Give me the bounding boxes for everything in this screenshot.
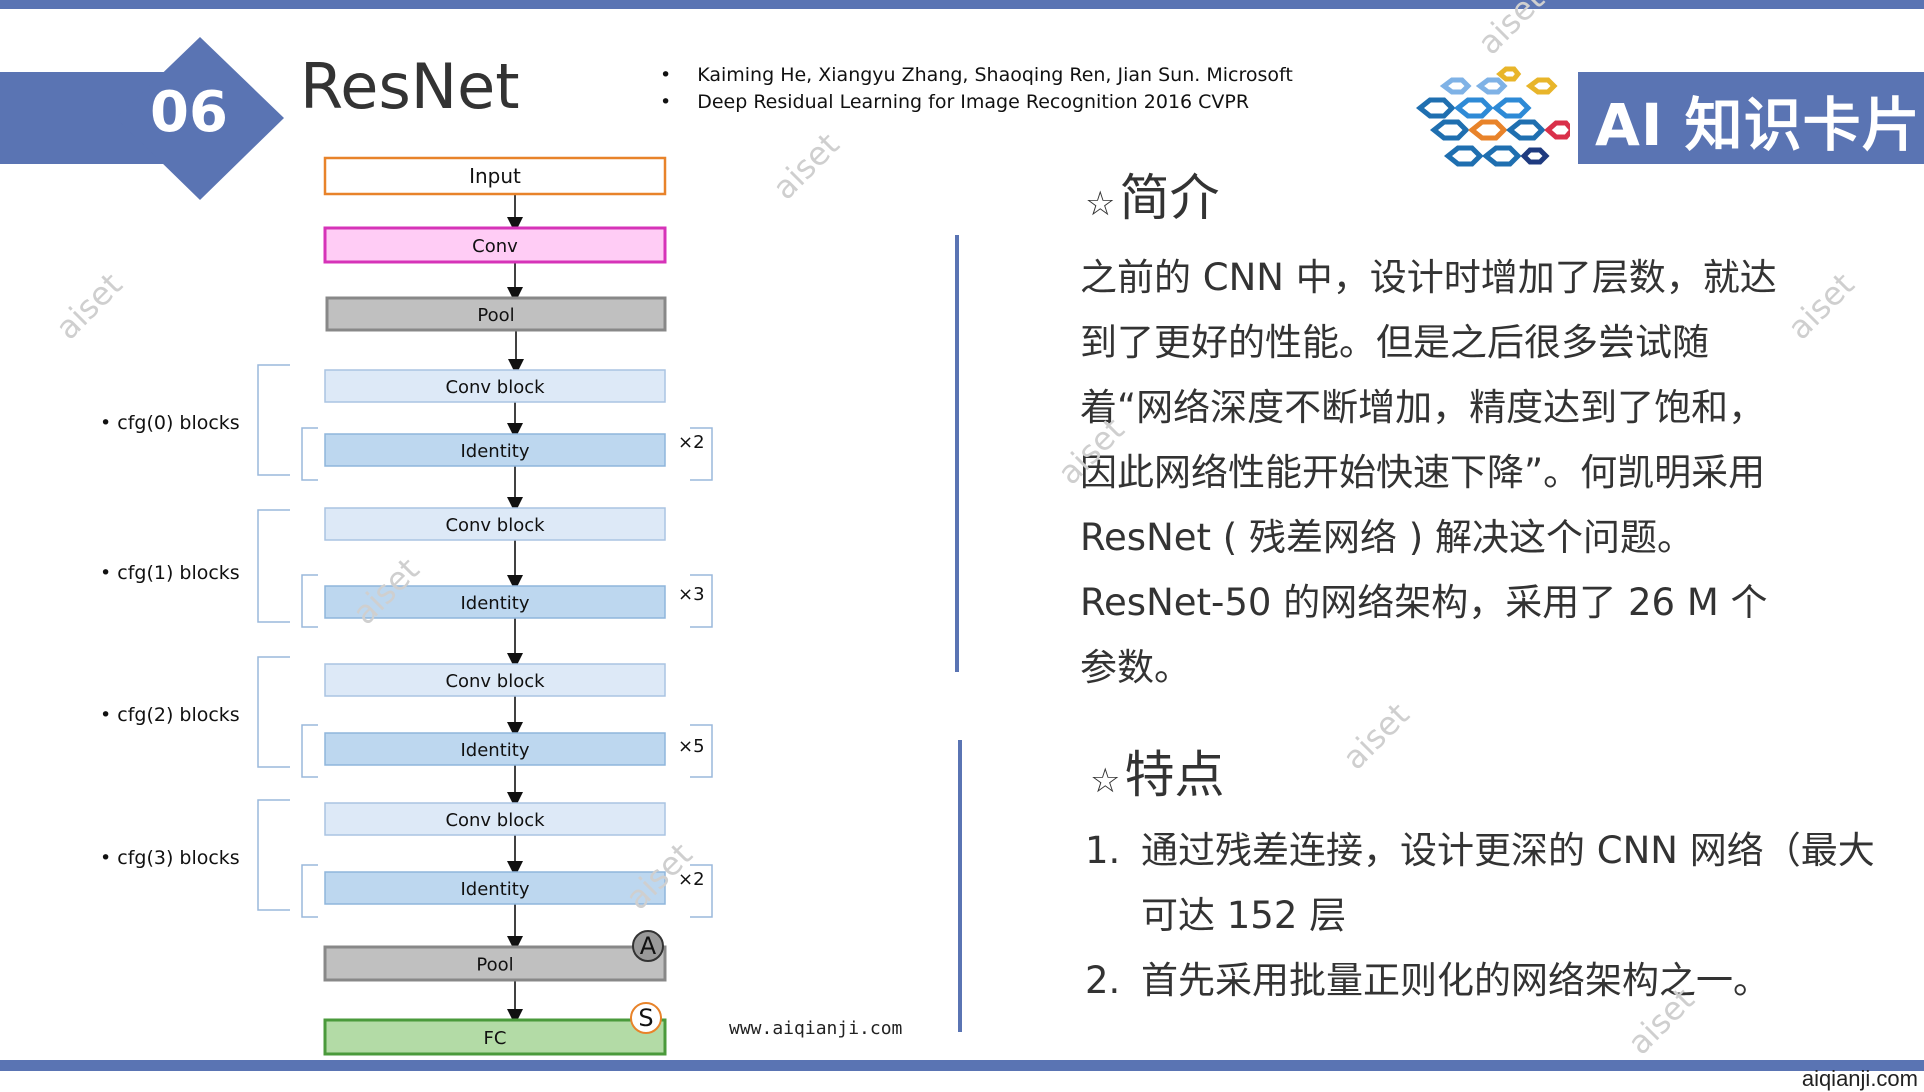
group-label: • cfg(2) blocks <box>100 704 240 726</box>
pool-label: Pool <box>477 305 514 326</box>
convblock-label: Conv block <box>445 671 545 692</box>
features-list: 1. 通过残差连接，设计更深的 CNN 网络（最大可达 152 层 2. 首先采… <box>1085 818 1875 1013</box>
intro-text: 之前的 CNN 中，设计时增加了层数，就达到了更好的性能。但是之后很多尝试随着“… <box>1080 256 1777 689</box>
group-bracket <box>257 509 290 623</box>
page-title: ResNet <box>300 50 520 123</box>
pool-node <box>325 296 667 332</box>
group-bracket <box>257 799 290 911</box>
top-bar <box>0 0 1924 9</box>
identity-label: Identity <box>461 879 530 900</box>
repeat-bracket-left <box>301 864 318 918</box>
repeat-count: ×3 <box>678 584 705 605</box>
convblock-node <box>324 663 666 697</box>
repeat-bracket-left <box>301 724 318 778</box>
section-number: 06 <box>150 80 228 145</box>
repeat-bracket-right <box>690 574 713 628</box>
identity-node <box>324 732 666 766</box>
pool-badge <box>632 930 664 962</box>
pool-badge-label: A <box>640 932 657 960</box>
input-label: Input <box>469 164 521 188</box>
convblock-label: Conv block <box>445 810 545 831</box>
pool-label: Pool <box>476 955 513 976</box>
group-label: • cfg(3) blocks <box>100 847 240 869</box>
fc-badge-label: S <box>638 1004 653 1032</box>
group-bracket <box>257 364 290 476</box>
repeat-count: ×5 <box>678 736 705 757</box>
repeat-bracket-right <box>690 724 713 778</box>
fc-label: FC <box>484 1028 507 1049</box>
brand-title: AI 知识卡片 <box>1595 91 1921 159</box>
identity-node <box>324 871 666 905</box>
reference-item: Kaiming He, Xiangyu Zhang, Shaoqing Ren,… <box>660 62 1293 89</box>
divider-bottom <box>958 740 962 1032</box>
conv-label: Conv <box>472 236 518 257</box>
star-icon: ☆ <box>1090 761 1121 801</box>
website-url: www.aiqianji.com <box>729 1018 903 1039</box>
identity-node <box>324 433 666 467</box>
identity-label: Identity <box>461 593 530 614</box>
intro-heading: ☆简介 <box>1085 169 1220 227</box>
corner-url: aiqianji.com <box>1801 1066 1918 1091</box>
pool-node <box>323 945 667 982</box>
identity-label: Identity <box>461 441 530 462</box>
fc-badge <box>630 1002 662 1034</box>
conv-node <box>323 226 667 264</box>
number-banner <box>0 37 284 200</box>
repeat-count: ×2 <box>678 869 705 890</box>
identity-label: Identity <box>461 740 530 761</box>
group-bracket <box>257 656 290 768</box>
group-label: • cfg(1) blocks <box>100 562 240 584</box>
repeat-bracket-left <box>301 427 318 481</box>
divider-top <box>955 235 959 672</box>
repeat-bracket-left <box>301 574 318 628</box>
features-heading: ☆特点 <box>1090 746 1225 804</box>
convblock-label: Conv block <box>445 515 545 536</box>
brand-banner <box>1578 72 1924 164</box>
identity-node <box>324 585 666 619</box>
reference-item: Deep Residual Learning for Image Recogni… <box>660 89 1293 116</box>
list-item: 2. 首先采用批量正则化的网络架构之一。 <box>1085 959 1770 1002</box>
hexagon-logo-icon <box>1415 66 1570 167</box>
reference-list: Kaiming He, Xiangyu Zhang, Shaoqing Ren,… <box>660 62 1293 116</box>
bottom-bar <box>0 1060 1924 1071</box>
convblock-node <box>324 369 666 403</box>
list-item: 1. 通过残差连接，设计更深的 CNN 网络（最大可达 152 层 <box>1085 829 1875 937</box>
group-label: • cfg(0) blocks <box>100 412 240 434</box>
repeat-bracket-right <box>690 864 713 918</box>
fc-node <box>323 1018 667 1056</box>
convblock-node <box>324 802 666 836</box>
repeat-count: ×2 <box>678 432 705 453</box>
repeat-bracket-right <box>690 427 713 481</box>
convblock-label: Conv block <box>445 377 545 398</box>
input-node <box>323 156 667 196</box>
convblock-node <box>324 507 666 541</box>
star-icon: ☆ <box>1085 184 1116 224</box>
